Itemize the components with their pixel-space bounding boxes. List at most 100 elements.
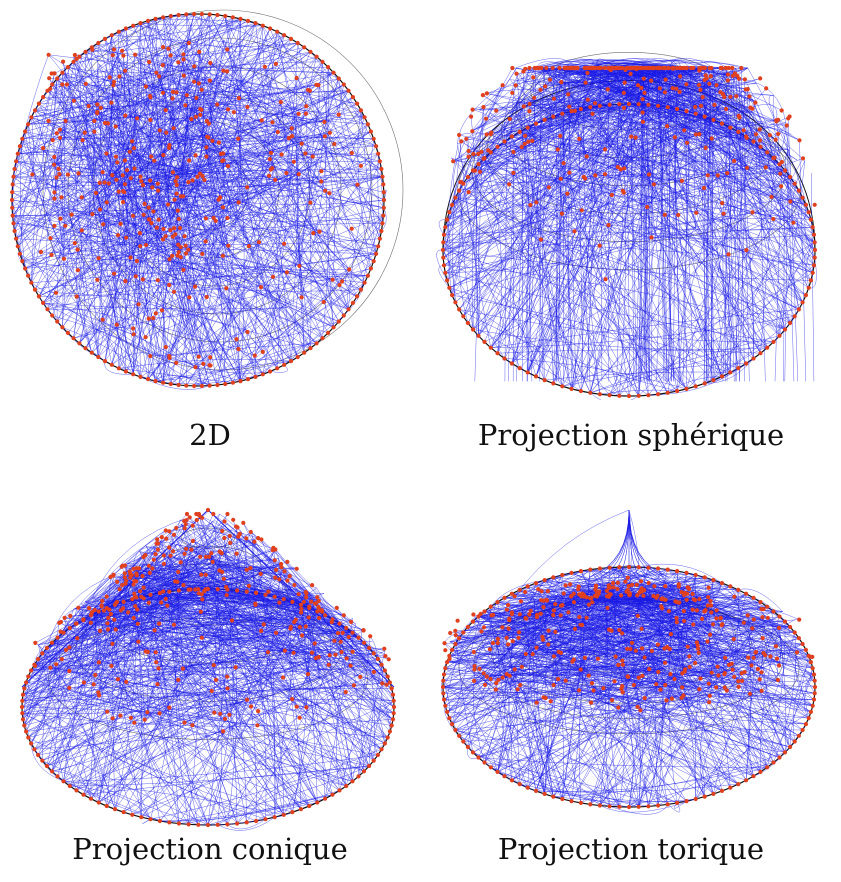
graph-node bbox=[327, 653, 332, 658]
graph-node bbox=[196, 587, 201, 592]
graph-node bbox=[258, 285, 264, 290]
graph-node bbox=[204, 145, 209, 150]
graph-node bbox=[343, 690, 348, 695]
graph-node bbox=[174, 191, 179, 196]
graph-node bbox=[29, 741, 34, 746]
graph-node bbox=[542, 791, 547, 796]
graph-node bbox=[551, 683, 556, 688]
graph-node bbox=[642, 90, 647, 95]
graph-node bbox=[694, 210, 699, 215]
graph-node bbox=[146, 205, 151, 210]
graph-node bbox=[135, 116, 140, 121]
graph-node bbox=[751, 356, 756, 361]
graph-node bbox=[668, 672, 673, 677]
graph-node bbox=[810, 270, 815, 275]
graph-node bbox=[745, 165, 750, 170]
graph-node bbox=[134, 579, 139, 584]
graph-node bbox=[178, 560, 183, 565]
graph-node bbox=[170, 89, 176, 94]
edges bbox=[436, 58, 817, 400]
graph-node bbox=[135, 621, 140, 626]
graph-node bbox=[725, 171, 730, 176]
graph-node bbox=[10, 190, 15, 195]
graph-node bbox=[215, 382, 220, 388]
graph-node bbox=[812, 255, 817, 260]
graph-node bbox=[17, 144, 22, 149]
graph-node bbox=[182, 234, 187, 239]
graph-node bbox=[380, 221, 385, 226]
graph-node bbox=[298, 807, 304, 812]
graph-node bbox=[646, 580, 651, 586]
graph-node bbox=[281, 812, 286, 817]
graph-node bbox=[171, 126, 176, 131]
graph-node bbox=[736, 587, 741, 592]
graph-node bbox=[132, 720, 137, 725]
graph-node bbox=[792, 739, 797, 744]
graph-node bbox=[213, 677, 219, 682]
graph-node bbox=[111, 83, 116, 88]
graph-node bbox=[518, 599, 524, 604]
graph-node bbox=[706, 681, 711, 686]
graph-node bbox=[326, 662, 331, 667]
graph-node bbox=[516, 635, 521, 640]
graph-node bbox=[133, 604, 138, 609]
graph-node bbox=[159, 600, 164, 605]
graph-node bbox=[350, 779, 355, 784]
graph-node bbox=[583, 176, 588, 181]
graph-node bbox=[375, 752, 380, 758]
graph-node bbox=[376, 151, 381, 156]
graph-node bbox=[330, 277, 335, 282]
graph-node bbox=[147, 59, 152, 65]
graph-node bbox=[153, 379, 158, 384]
graph-node bbox=[208, 355, 213, 360]
graph-node bbox=[275, 29, 280, 34]
graph-node bbox=[263, 817, 268, 822]
graph-node bbox=[40, 651, 45, 656]
graph-node bbox=[440, 684, 446, 690]
graph-node bbox=[50, 313, 55, 318]
graph-node bbox=[657, 86, 662, 91]
graph-node bbox=[96, 609, 101, 614]
graph-node bbox=[220, 205, 226, 210]
graph-node bbox=[382, 741, 387, 746]
graph-node bbox=[636, 65, 641, 71]
graph-node bbox=[149, 154, 154, 159]
graph-node bbox=[672, 676, 677, 682]
graph-node bbox=[476, 333, 481, 338]
graph-node bbox=[29, 280, 34, 285]
graph-node bbox=[707, 81, 712, 86]
graph-node bbox=[495, 640, 500, 646]
graph-node bbox=[182, 720, 187, 725]
graph-node bbox=[551, 96, 556, 101]
graph-node bbox=[189, 547, 194, 552]
graph-node bbox=[443, 703, 448, 708]
graph-node bbox=[479, 149, 484, 154]
graph-node bbox=[268, 369, 273, 374]
graph-node bbox=[760, 615, 765, 620]
graph-node bbox=[585, 70, 590, 76]
graph-node bbox=[621, 105, 627, 110]
graph-node bbox=[218, 151, 223, 156]
graph-node bbox=[534, 700, 539, 705]
graph-node bbox=[225, 47, 230, 52]
graph-node bbox=[741, 620, 746, 625]
graph-node bbox=[178, 255, 183, 260]
graph-node bbox=[525, 785, 530, 790]
graph-node bbox=[703, 145, 708, 150]
graph-node bbox=[628, 646, 633, 652]
graph-node bbox=[698, 676, 703, 681]
graph-node bbox=[453, 727, 458, 733]
graph-node bbox=[470, 107, 475, 112]
graph-node bbox=[60, 82, 65, 87]
graph-node bbox=[602, 65, 607, 71]
graph-node bbox=[288, 36, 294, 42]
graph-node bbox=[701, 185, 707, 191]
graph-node bbox=[714, 83, 719, 88]
graph-node bbox=[208, 60, 213, 66]
graph-node bbox=[674, 620, 679, 625]
graph-node bbox=[694, 608, 699, 613]
graph-node bbox=[749, 663, 754, 668]
panel-conical: Projection conique bbox=[0, 442, 420, 882]
graph-node bbox=[633, 648, 638, 653]
graph-node bbox=[207, 554, 212, 559]
